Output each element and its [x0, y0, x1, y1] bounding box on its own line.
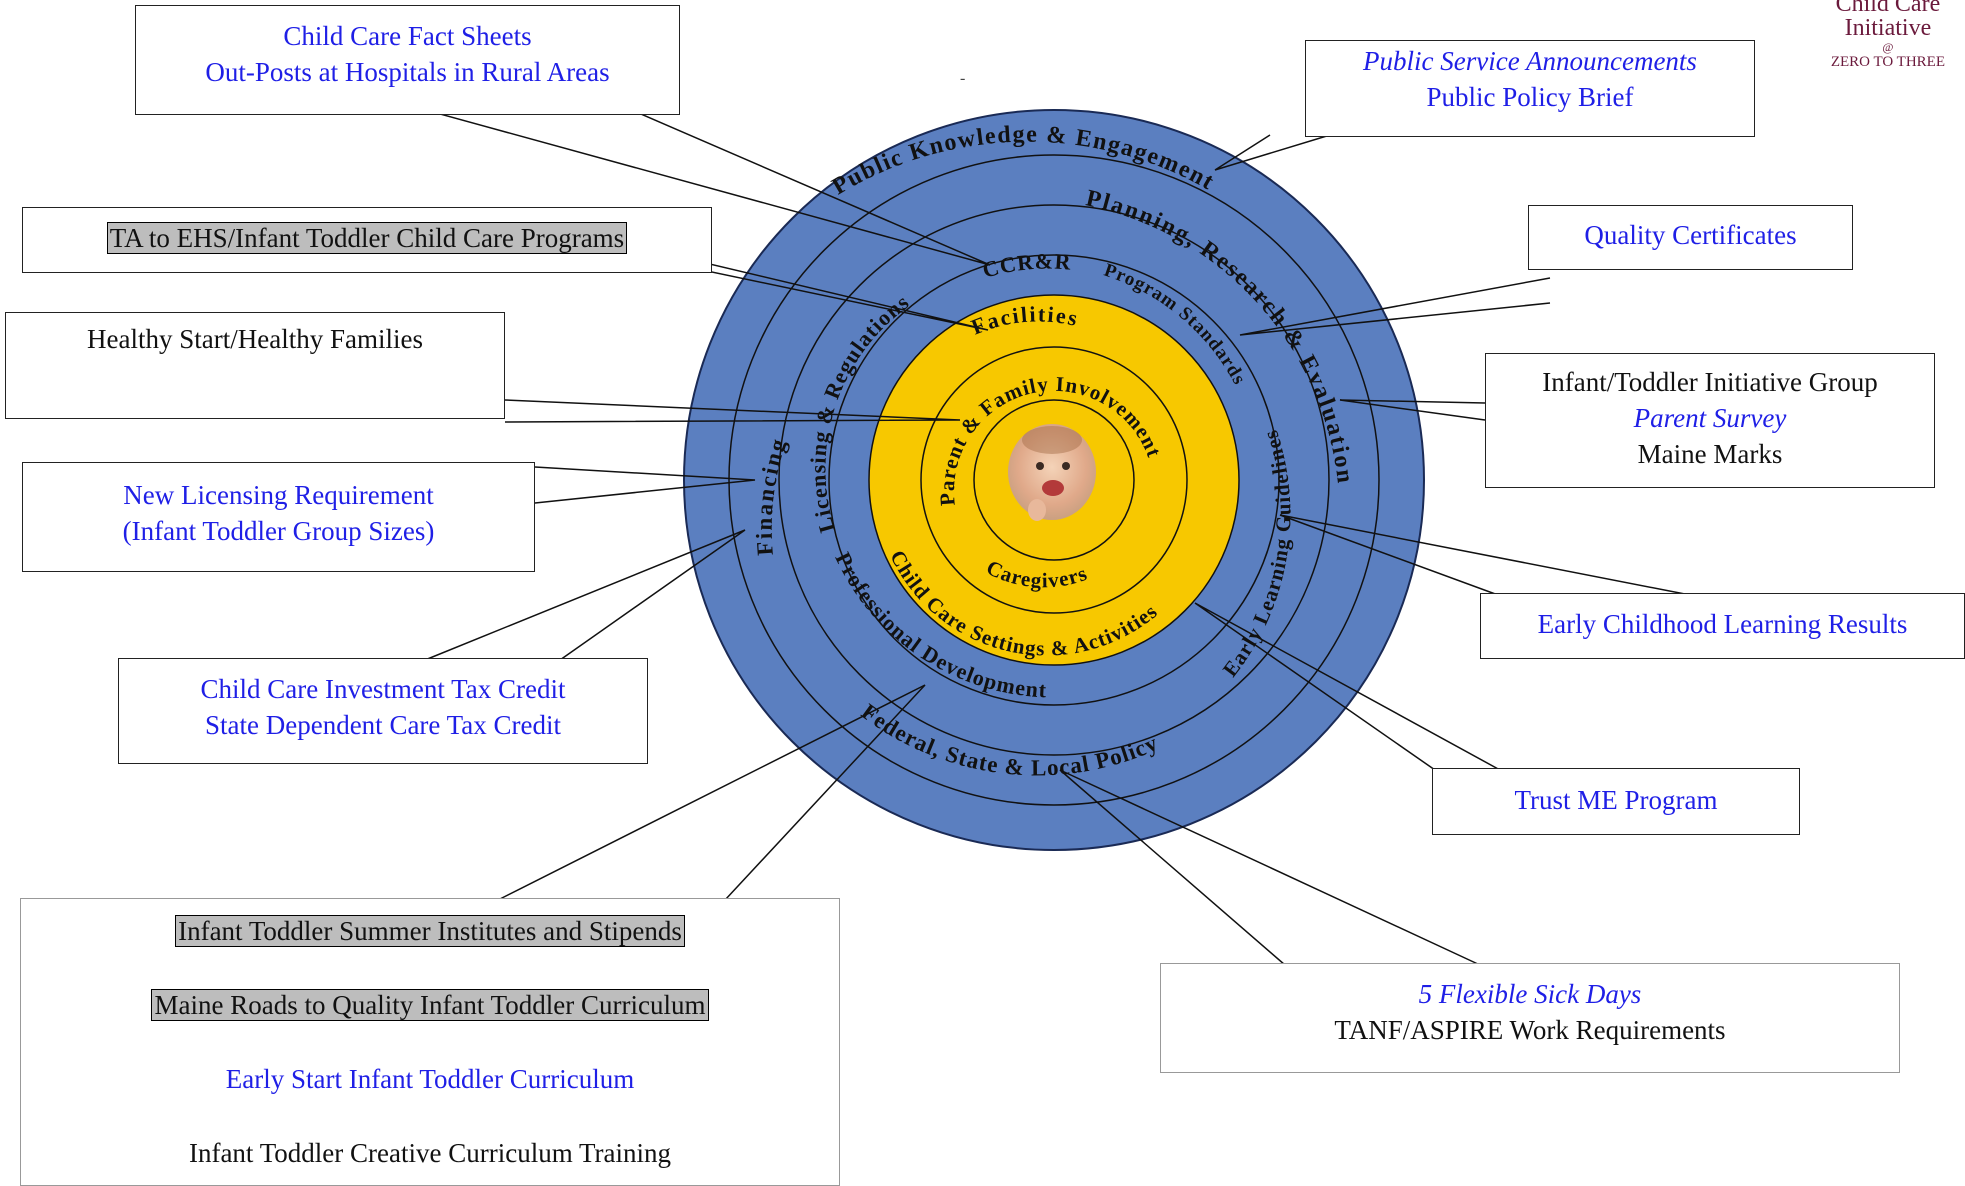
sick-days-line: 5 Flexible Sick Days [1418, 979, 1642, 1009]
callout-lines [359, 91, 1691, 966]
callout-healthy-start: Healthy Start/Healthy Families [5, 312, 505, 419]
maine-marks-line: Maine Marks [1637, 439, 1783, 469]
callout-trust-me: Trust ME Program [1432, 768, 1800, 835]
callout-ta-ehs: TA to EHS/Infant Toddler Child Care Prog… [22, 207, 712, 273]
callout-psa: Public Service Announcements Public Poli… [1305, 40, 1755, 137]
investment-tax-credit-line: Child Care Investment Tax Credit [200, 674, 566, 704]
logo-org: ZERO TO THREE [1830, 54, 1945, 70]
connector-quality-certificates [1239, 277, 1551, 336]
callout-quality-certificates: Quality Certificates [1528, 205, 1853, 270]
psa-line: Public Service Announcements [1363, 46, 1697, 76]
logo-at: @ [1882, 40, 1894, 54]
trust-me-label: Trust ME Program [1514, 785, 1718, 815]
ring-divider-1 [728, 154, 1380, 806]
ta-ehs-label: TA to EHS/Infant Toddler Child Care Prog… [106, 222, 628, 254]
callout-sick-days: 5 Flexible Sick Days TANF/ASPIRE Work Re… [1160, 963, 1900, 1073]
callout-curricula: Infant Toddler Summer Institutes and Sti… [20, 898, 840, 1186]
logo-line-2: Initiative [1844, 15, 1932, 41]
connector-curricula [497, 684, 926, 901]
policy-brief-line: Public Policy Brief [1426, 82, 1634, 112]
callout-learning-results: Early Childhood Learning Results [1480, 593, 1965, 659]
healthy-start-label: Healthy Start/Healthy Families [87, 324, 423, 354]
connector-fact-sheets [359, 91, 991, 266]
ring-divider-2 [778, 204, 1330, 756]
connector-tax-credit [424, 529, 746, 661]
licensing-line: New Licensing Requirement [123, 480, 434, 510]
inner-ring [920, 346, 1188, 614]
zero-to-three-logo: Child Care Initiative @ ZERO TO THREE [1831, 0, 1945, 70]
tanf-aspire-line: TANF/ASPIRE Work Requirements [1334, 1015, 1726, 1045]
quality-certificates-label: Quality Certificates [1584, 220, 1797, 250]
logo-line-1: Child Care [1835, 0, 1941, 17]
fact-sheets-line: Child Care Fact Sheets [283, 21, 532, 51]
callout-licensing: New Licensing Requirement (Infant Toddle… [22, 462, 535, 572]
connector-psa [1214, 134, 1331, 171]
connector-trust-me [1194, 602, 1501, 771]
maine-roads-label: Maine Roads to Quality Infant Toddler Cu… [151, 989, 709, 1021]
ring-divider-3 [828, 254, 1280, 706]
connector-learning-results [1279, 514, 1691, 596]
connector-sick-days [1059, 769, 1481, 966]
baby-photo [1003, 424, 1101, 523]
callout-initiative-group: Infant/Toddler Initiative Group Parent S… [1485, 353, 1935, 488]
stray-mark: - [960, 70, 965, 87]
center-ring [973, 399, 1135, 561]
connector-initiative-group [1339, 399, 1486, 421]
callout-fact-sheets: Child Care Fact Sheets Out-Posts at Hosp… [135, 5, 680, 115]
connector-licensing [534, 466, 756, 504]
group-sizes-line: (Infant Toddler Group Sizes) [122, 516, 435, 546]
learning-results-label: Early Childhood Learning Results [1537, 609, 1908, 639]
connector-healthy-start [504, 399, 961, 423]
outposts-line: Out-Posts at Hospitals in Rural Areas [205, 57, 610, 87]
early-start-label: Early Start Infant Toddler Curriculum [225, 1064, 635, 1094]
dependent-care-credit-line: State Dependent Care Tax Credit [205, 710, 561, 740]
callout-tax-credit: Child Care Investment Tax Credit State D… [118, 658, 648, 764]
summer-institutes-label: Infant Toddler Summer Institutes and Sti… [175, 915, 685, 947]
parent-survey-line: Parent Survey [1633, 403, 1787, 433]
creative-curriculum-label: Infant Toddler Creative Curriculum Train… [188, 1138, 672, 1168]
initiative-group-line: Infant/Toddler Initiative Group [1542, 367, 1878, 397]
